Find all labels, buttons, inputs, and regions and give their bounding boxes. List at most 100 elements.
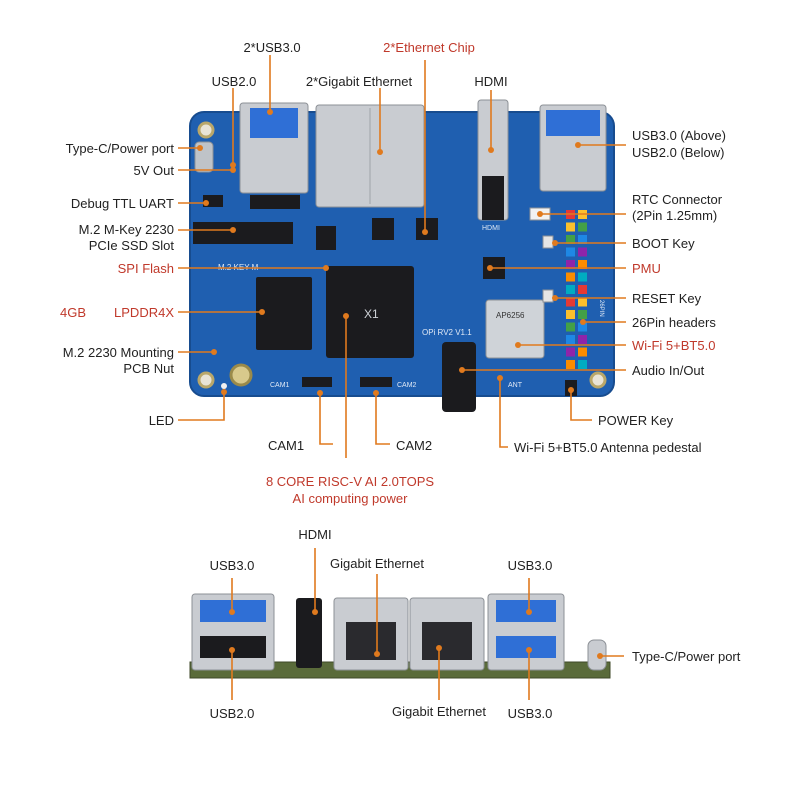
side-usb3-right-1 [496,600,556,622]
header-pin [566,322,575,332]
m2-mount-nut [229,363,253,387]
usb3-port-right [546,110,600,136]
header-pin [566,347,575,357]
ethernet-chip-2 [416,218,438,240]
silk-cam1: CAM1 [270,382,290,389]
cam2-connector [360,377,392,387]
header-pin [566,235,575,244]
label-spi-flash: SPI Flash [117,261,174,276]
mount-hole-br [589,371,607,389]
leader-dots-top [197,109,586,396]
label-usb-below: USB2.0 (Below) [632,145,725,160]
header-pin [578,310,587,319]
usb3-port-left [250,108,298,138]
label-antenna: Wi-Fi 5+BT5.0 Antenna pedestal [514,440,702,455]
label-rtc-line1: RTC Connector [632,192,723,207]
side-usb3-right-2 [496,636,556,658]
label-typec-bottom: Type-C/Power port [632,649,741,664]
label-ram-type: LPDDR4X [114,305,174,320]
label-m2-line2: PCIe SSD Slot [88,238,174,253]
label-usb2: USB2.0 [211,74,257,89]
label-26pin: 26Pin headers [632,315,716,330]
header-pin [578,322,587,332]
audio-jack [442,342,476,412]
label-usb3-right-bottom: USB3.0 [507,706,553,721]
label-hdmi-bottom: HDMI [298,527,332,542]
lpddr4x-chip [256,277,312,350]
leader-lines-top [178,55,626,458]
wifi-chip-label: AP6256 [496,311,525,320]
header-pin [566,222,575,232]
m2-slot [193,222,293,244]
label-gigabit-bottom: Gigabit Ethernet [392,704,486,719]
label-usb3-left: USB3.0 [209,558,255,573]
silk-cam2: CAM2 [397,382,417,389]
label-wifi: Wi-Fi 5+BT5.0 [632,338,716,353]
side-hdmi [296,598,322,668]
side-typec [587,639,607,671]
label-usb3-right-top: USB3.0 [507,558,553,573]
label-cpu-line2: AI computing power [292,491,408,506]
label-cpu-line1: 8 CORE RISC-V AI 2.0TOPS [265,474,435,489]
ethernet-chip-1 [372,218,394,240]
wifi-module [485,299,545,359]
leader-dots-bottom [229,609,603,659]
label-mount-line1: M.2 2230 Mounting [62,345,174,360]
soc-label: X1 [364,307,379,321]
label-led: LED [148,413,174,428]
reset-key [542,289,554,303]
silk-hdmi: HDMI [482,225,500,232]
label-5v-out: 5V Out [133,163,174,178]
header-pin [566,310,575,319]
header-pin [578,360,587,369]
label-usb-above: USB3.0 (Above) [632,128,726,143]
label-ram-size: 4GB [60,305,87,320]
header-pin [578,272,587,282]
header-pin [566,272,575,282]
header-pin [578,285,587,294]
label-cam1: CAM1 [268,438,305,453]
header-pin [578,247,587,257]
label-2gigabit: 2*Gigabit Ethernet [305,74,413,89]
label-hdmi-top: HDMI [474,74,508,89]
label-typec-top: Type-C/Power port [65,141,174,156]
boot-key [542,235,554,249]
header-pin [578,297,587,307]
mount-hole-bl [197,371,215,389]
label-rtc-line2: (2Pin 1.25mm) [632,208,718,223]
header-pin [578,260,587,269]
silk-26pin: 26PIN [598,300,604,317]
header-pin [578,235,587,244]
header-pin [566,360,575,369]
header-pin [566,247,575,257]
header-pin [566,260,575,269]
side-usb2-left [200,636,266,658]
soc-x1 [326,266,414,358]
led [221,383,227,389]
cam1-connector [302,377,332,387]
mount-hole-tl [197,121,215,139]
label-debug-uart: Debug TTL UART [70,196,174,211]
label-cam2: CAM2 [396,438,433,453]
header-pin [566,335,575,344]
silk-ant: ANT [508,382,523,389]
label-2ethernet-chip: 2*Ethernet Chip [383,40,475,55]
label-audio: Audio In/Out [632,363,705,378]
header-pin [578,335,587,344]
label-reset-key: RESET Key [632,291,702,306]
header-pin [566,285,575,294]
leader-lines-bottom [231,548,624,700]
header-pin [566,297,575,307]
label-m2-line1: M.2 M-Key 2230 [78,222,174,237]
label-gigabit-top: Gigabit Ethernet [330,556,424,571]
label-2usb3: 2*USB3.0 [243,40,301,55]
label-mount-line2: PCB Nut [123,361,174,376]
label-boot-key: BOOT Key [632,236,695,251]
header-pin [578,222,587,232]
label-pmu: PMU [632,261,661,276]
label-power-key: POWER Key [598,413,674,428]
spi-flash-chip [316,226,336,250]
label-usb2-left: USB2.0 [209,706,255,721]
